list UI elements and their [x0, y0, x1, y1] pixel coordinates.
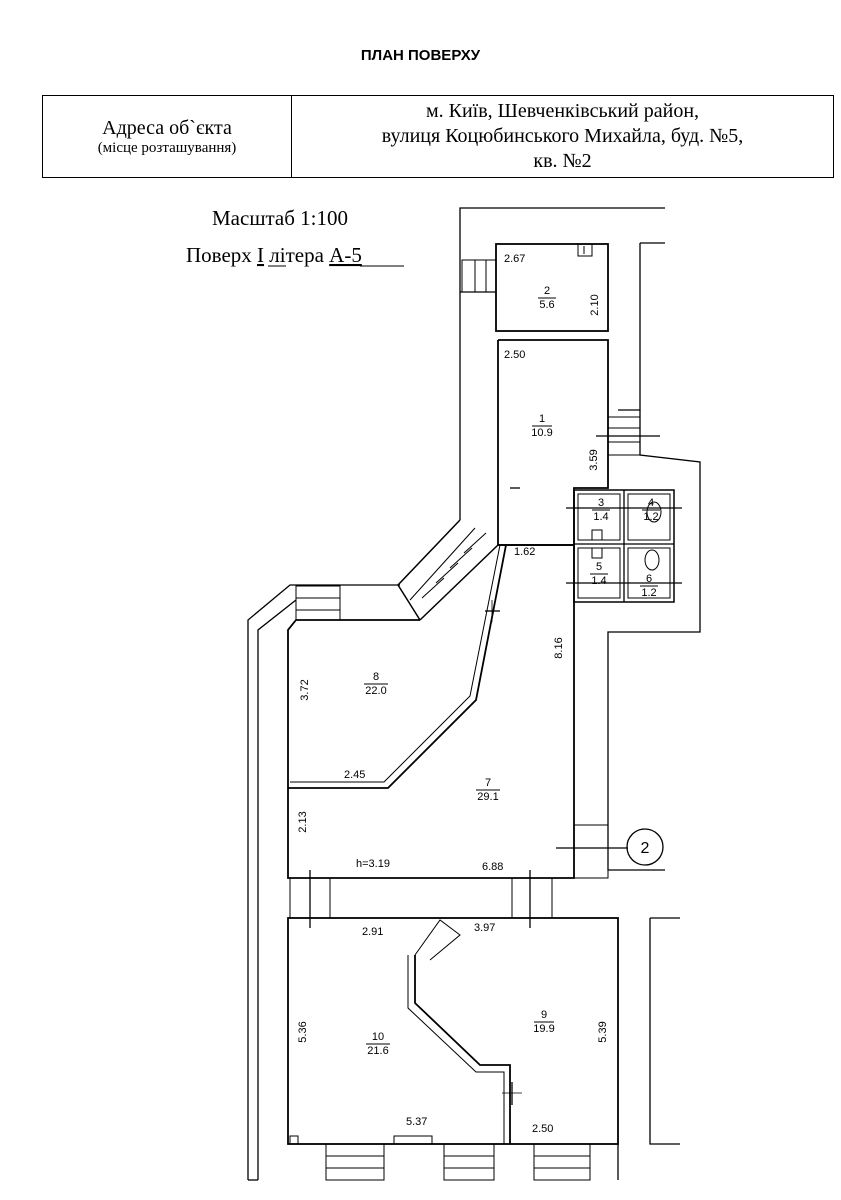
dim-r7-bottom: 6.88 — [482, 861, 503, 873]
room-6-number: 6 — [646, 573, 652, 585]
dim-r9-right: 5.39 — [597, 1021, 609, 1042]
room-6-area: 1.2 — [641, 587, 656, 599]
dim-r2-depth: 2.10 — [589, 294, 601, 315]
dim-r7-top: 1.62 — [514, 546, 535, 558]
room-10-area: 21.6 — [367, 1045, 388, 1057]
dim-r10-left: 5.36 — [297, 1021, 309, 1042]
dim-r2-width: 2.67 — [504, 253, 525, 265]
address-line-1: м. Київ, Шевченківський район, — [425, 100, 700, 122]
room-2-area: 5.6 — [539, 299, 554, 311]
room-3-area: 1.4 — [593, 511, 608, 523]
address-sublabel: (місце розташування) — [97, 139, 237, 156]
dim-r8-left: 3.72 — [299, 679, 311, 700]
dim-r9-top: 3.97 — [474, 922, 495, 934]
address-table: Адреса об`єкта (місце розташування) м. К… — [42, 95, 834, 178]
plan-title: ПЛАН ПОВЕРХУ — [360, 47, 481, 64]
room-8-number: 8 — [373, 671, 379, 683]
dim-r7-right: 8.16 — [553, 637, 565, 658]
room-4-area: 1.2 — [643, 511, 658, 523]
plan-header-labels: Масштаб 1:100 Поверх I літера А-5 — [186, 206, 362, 267]
address-value-cell: м. Київ, Шевченківський район, вулиця Ко… — [291, 95, 834, 178]
room-2-number: 2 — [544, 285, 550, 297]
room-7-number: 7 — [485, 777, 491, 789]
room-5-area: 1.4 — [591, 575, 606, 587]
dim-r10-bottom: 5.37 — [406, 1116, 427, 1128]
plan-walls — [247, 207, 701, 1181]
dimension-labels: 2.67 2.10 2.50 3.59 1.62 8.16 3.72 2.45 … — [297, 253, 609, 1135]
room-9-number: 9 — [541, 1009, 547, 1021]
scale-label: Масштаб 1:100 — [212, 206, 348, 230]
dim-r9-bottom: 2.50 — [532, 1123, 553, 1135]
dim-r1-depth: 3.59 — [588, 449, 600, 470]
room-1-number: 1 — [539, 413, 545, 425]
address-line-2: вулиця Коцюбинського Михайла, буд. №5, — [381, 125, 744, 147]
room-3-number: 3 — [598, 497, 604, 509]
address-line-3: кв. №2 — [533, 150, 592, 172]
dim-r7-left: 2.13 — [297, 811, 309, 832]
address-label: Адреса об`єкта — [102, 116, 232, 139]
dim-r8-bottom: 2.45 — [344, 769, 365, 781]
room-5-number: 5 — [596, 561, 602, 573]
room-label-dividers — [364, 297, 660, 1045]
floor-number: I — [257, 243, 264, 267]
axis-marker-label: 2 — [641, 840, 650, 857]
dim-height: h=3.19 — [356, 858, 390, 870]
room-10-number: 10 — [372, 1031, 384, 1043]
room-1-area: 10.9 — [531, 427, 552, 439]
room-8-area: 22.0 — [365, 685, 386, 697]
room-4-number: 4 — [648, 497, 654, 509]
room-7-area: 29.1 — [477, 791, 498, 803]
address-label-cell: Адреса об`єкта (місце розташування) — [42, 95, 292, 178]
dim-r1-width: 2.50 — [504, 349, 525, 361]
dim-r10-top: 2.91 — [362, 926, 383, 938]
floor-letter: А-5 — [329, 243, 362, 267]
room-labels: 2 5.6 1 10.9 3 1.4 4 1.2 5 1.4 6 1.2 7 2… — [365, 285, 658, 1057]
floor-label: Поверх I літера А-5 — [186, 243, 362, 267]
room-9-area: 19.9 — [533, 1023, 554, 1035]
